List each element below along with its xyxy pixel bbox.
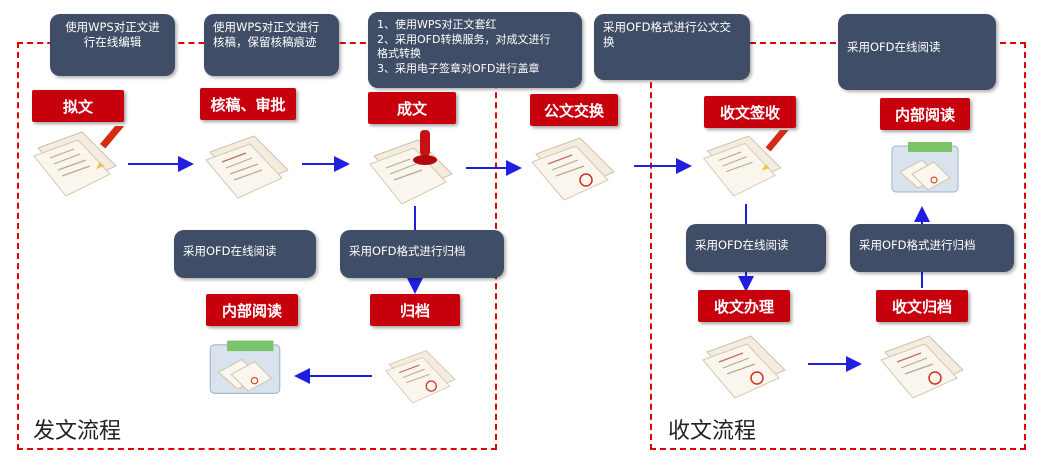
callout-draft: 使用WPS对正文进 行在线编辑 [50, 14, 175, 76]
callout-read-top: 采用OFD在线阅读 [838, 14, 996, 90]
step-exchange: 公文交换 [530, 94, 618, 126]
step-internal-read-top: 内部阅读 [880, 98, 970, 130]
step-archive-send: 归档 [370, 294, 460, 326]
callout-finalize: 1、使用WPS对正文套红 2、采用OFD转换服务，对成文进行 格式转换 3、采用… [368, 12, 582, 88]
document-pen-icon [702, 130, 789, 197]
callout-archive-receive: 采用OFD格式进行归档 [850, 224, 1014, 272]
step-draft: 拟文 [32, 90, 124, 122]
document-pen-icon [33, 126, 125, 197]
callout-read-send: 采用OFD在线阅读 [174, 230, 316, 278]
folder-documents-icon [209, 340, 281, 394]
callout-read-receive: 采用OFD在线阅读 [686, 224, 826, 272]
step-internal-read-send: 内部阅读 [206, 294, 298, 326]
document-seal-icon [531, 137, 615, 201]
document-seal-icon [702, 335, 786, 399]
step-review: 核稿、审批 [200, 88, 296, 120]
step-finalize: 成文 [368, 92, 456, 124]
step-receive-sign: 收文签收 [704, 96, 796, 128]
receive-process-label: 收文流程 [668, 419, 757, 444]
document-seal-icon [880, 335, 964, 399]
folder-documents-icon [891, 142, 959, 193]
document-stack-icon [205, 135, 289, 199]
callout-review: 使用WPS对正文进行 核稿，保留核稿痕迹 [204, 14, 339, 76]
callout-exchange: 采用OFD格式进行公文交 换 [594, 14, 750, 80]
callout-archive-send: 采用OFD格式进行归档 [340, 230, 504, 278]
document-seal-icon [385, 350, 456, 404]
send-process-label: 发文流程 [33, 419, 122, 444]
step-receive-archive: 收文归档 [876, 290, 968, 322]
step-receive-process: 收文办理 [698, 290, 790, 322]
document-stamp-icon [369, 130, 453, 205]
